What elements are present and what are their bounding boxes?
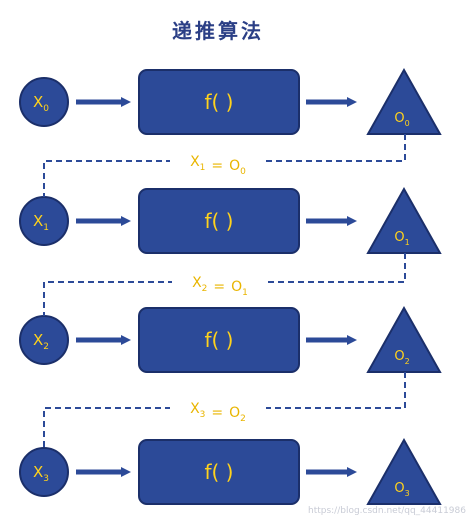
input-label-2: X2 [33,331,49,352]
input-label-0-base: X [33,93,43,111]
input-node-0 [19,77,69,127]
link-label-background-0 [170,150,266,172]
output-node-3 [366,437,442,505]
output-label-2-subscript: 2 [405,357,410,366]
function-label-1: f( ) [204,209,233,233]
input-label-3-subscript: 3 [43,474,49,484]
output-label-2-base: O [394,349,404,364]
function-label-0: f( ) [204,90,233,114]
input-label-2-subscript: 2 [43,342,49,352]
dashed-connector-0 [43,134,406,197]
input-label-3-base: X [33,463,43,481]
input-label-1-subscript: 1 [43,223,49,233]
input-node-2 [19,315,69,365]
link-equation-0: X1 = O0 [190,154,246,177]
rhs-subscript: 1 [242,288,248,298]
rhs-subscript: 2 [240,414,246,424]
rhs-base: O [229,405,240,421]
lhs-base: X [190,154,200,170]
output-label-2: O2 [394,349,409,366]
link-equation-2: X3 = O2 [190,401,246,424]
lhs-base: X [190,401,200,417]
output-label-0-subscript: 0 [405,119,410,128]
function-label-3: f( ) [204,460,233,484]
function-box-3 [138,439,300,505]
output-label-3-base: O [394,481,404,496]
input-label-0-subscript: 0 [43,104,49,114]
function-label-2: f( ) [204,328,233,352]
function-box-2 [138,307,300,373]
feedback-link-1: X2 = O1 [43,253,406,316]
lhs-subscript: 1 [200,163,206,173]
rhs-base: O [231,279,242,295]
equals-sign: = [213,279,225,295]
equals-sign: = [211,158,223,174]
output-label-1: O1 [394,230,409,247]
output-label-0: O0 [394,111,409,128]
function-box-0 [138,69,300,135]
feedback-link-0: X1 = O0 [43,134,406,197]
watermark: https://blog.csdn.net/qq_44411986 [308,506,466,516]
lhs-subscript: 3 [200,410,206,420]
diagram-title: 递推算法 [172,19,264,43]
input-label-1: X1 [33,212,49,233]
lhs-subscript: 2 [202,284,208,294]
equals-sign: = [211,405,223,421]
link-label-background-2 [170,397,266,419]
function-box-1 [138,188,300,254]
lhs-base: X [192,275,202,291]
input-label-3: X3 [33,463,49,484]
link-label-background-1 [172,271,268,293]
input-node-3 [19,447,69,497]
rhs-base: O [229,158,240,174]
output-label-1-subscript: 1 [405,238,410,247]
output-label-1-base: O [394,230,404,245]
rhs-subscript: 0 [240,167,246,177]
input-label-1-base: X [33,212,43,230]
output-label-3-subscript: 3 [405,489,410,498]
input-label-0: X0 [33,93,49,114]
feedback-link-2: X3 = O2 [43,372,406,448]
input-node-1 [19,196,69,246]
output-label-3: O3 [394,481,409,498]
link-equation-1: X2 = O1 [192,275,248,298]
output-label-0-base: O [394,111,404,126]
dashed-connector-1 [43,253,406,316]
input-label-2-base: X [33,331,43,349]
